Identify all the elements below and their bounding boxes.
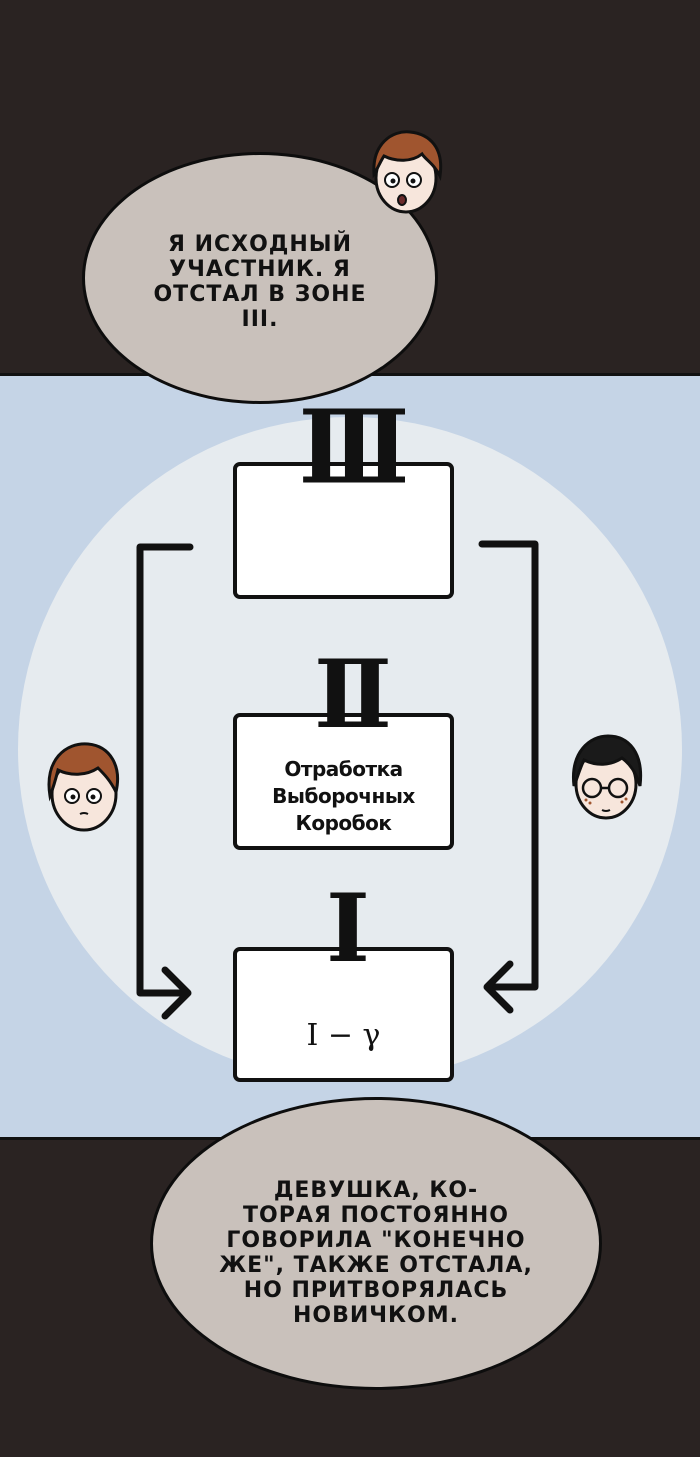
zone-3-box: [233, 462, 454, 599]
label-line: Выборочных: [272, 784, 415, 808]
text-line: говорила "конечно: [226, 1228, 526, 1253]
zone-3-numeral: III: [298, 388, 410, 507]
boy-face-left-icon: [47, 742, 119, 832]
text-line: Я исходный: [167, 232, 353, 257]
text-line: III.: [241, 307, 279, 332]
text-line: участник. Я: [169, 257, 351, 282]
boy-face-icon: [372, 130, 443, 214]
label-line: Отработка: [284, 757, 403, 781]
text-line: же", также отстала,: [219, 1253, 533, 1278]
label-line: Коробок: [295, 811, 392, 835]
bottom-speech-bubble: [150, 1097, 602, 1390]
text-line: новичком.: [292, 1303, 459, 1328]
zone-1-numeral: I: [326, 874, 370, 984]
left-arrow: [136, 543, 194, 1020]
girl-face-glasses-icon: [572, 734, 643, 820]
zone-2-numeral: II: [314, 640, 392, 750]
right-arrow: [478, 540, 539, 1014]
zone-2-label: Отработка Выборочных Коробок: [237, 756, 450, 837]
bottom-bubble-text: Девушка, ко- торая постоянно говорила "к…: [196, 1178, 556, 1328]
text-line: но притворялась: [243, 1278, 509, 1303]
text-line: торая постоянно: [243, 1203, 509, 1228]
zone-2-box: [233, 713, 454, 850]
text-line: отстал в зоне: [153, 282, 367, 307]
top-bubble-text: Я исходный участник. Я отстал в зоне III…: [120, 232, 400, 332]
zone-1-formula: I − γ: [306, 1018, 381, 1053]
text-line: Девушка, ко-: [273, 1178, 479, 1203]
zone-1-box: [233, 947, 454, 1082]
